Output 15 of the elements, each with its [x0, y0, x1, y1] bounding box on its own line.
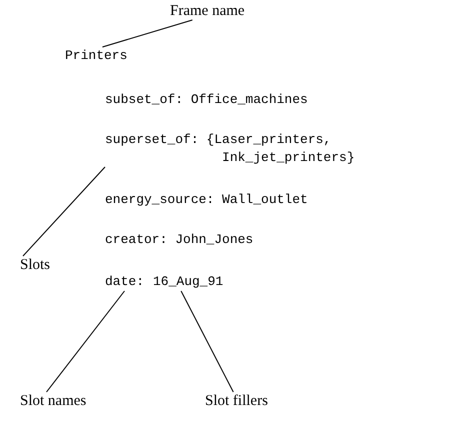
- leader-line: [180, 290, 234, 392]
- slot-text: superset_of: {Laser_printers, Ink_jet_printers}: [105, 131, 355, 167]
- frame-name-text: Printers: [65, 47, 128, 65]
- slot-text: energy_source: Wall_outlet: [105, 191, 308, 209]
- slot-fillers-label: Slot fillers: [205, 392, 268, 410]
- leader-line: [102, 20, 193, 48]
- slot-text: creator: John_Jones: [105, 231, 254, 249]
- leader-line: [22, 166, 106, 256]
- slot-text: subset_of: Office_machines: [105, 91, 308, 109]
- slot-name-text: date:: [105, 273, 144, 291]
- slot-names-label: Slot names: [20, 392, 86, 410]
- slot-filler-text: 16_Aug_91: [153, 273, 224, 291]
- leader-line: [46, 290, 125, 392]
- slots-label: Slots: [20, 256, 50, 274]
- frame-name-label: Frame name: [170, 2, 245, 20]
